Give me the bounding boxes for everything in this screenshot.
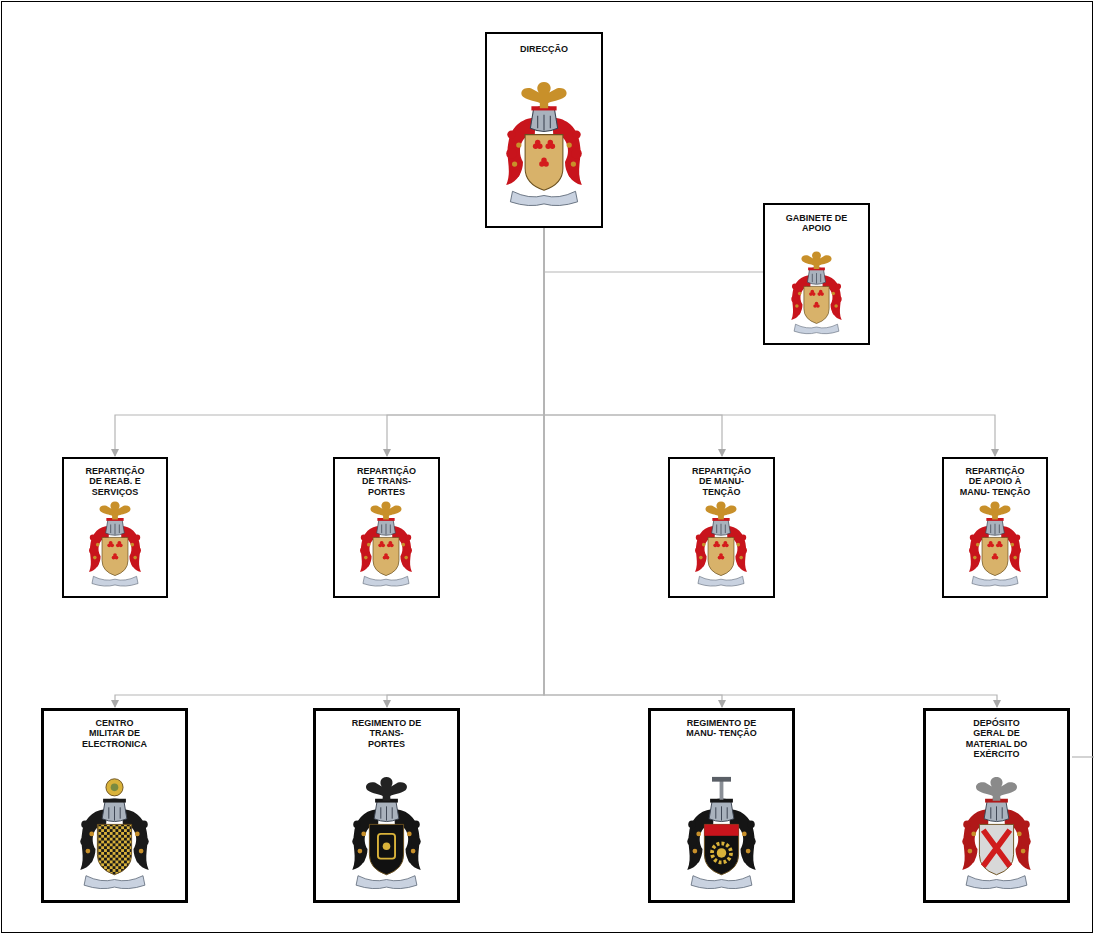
coat-of-arms [969,501,1021,586]
shield-chief [704,824,738,835]
org-box: DEPÓSITO GERAL DE MATERIAL DO EXÉRCITO [923,708,1070,903]
box-label: REPARTIÇÃO DE MANU- TENÇÃO [686,466,758,497]
org-box: REGIMENTO DE MANU- TENÇÃO [648,708,795,903]
coat-of-arms [687,777,755,889]
org-box: GABINETE DE APOIO [763,203,870,345]
connector [115,228,544,707]
org-box: CENTRO MILITAR DE ELECTRONICA [41,708,188,903]
box-label: REPARTIÇÃO DE TRANS- PORTES [351,466,423,497]
connector [544,228,722,456]
connector [544,228,997,707]
coat-of-arms [962,777,1030,889]
box-label: REPARTIÇÃO DE REAB. E SERVIÇOS [79,466,151,497]
coat-of-arms [791,251,841,333]
connector [387,228,544,456]
saltire [983,830,1010,866]
org-box: REPARTIÇÃO DE APOIO À MANU- TENÇÃO [942,457,1048,598]
org-box: REGIMENTO DE TRANS- PORTES [313,708,460,903]
shield-charge [383,842,391,850]
connector [544,228,995,456]
coat-of-arms [506,82,582,205]
continuation-line [1072,756,1094,757]
coat-of-arms [80,779,148,889]
org-box: REPARTIÇÃO DE REAB. E SERVIÇOS [62,457,168,598]
box-label: GABINETE DE APOIO [786,213,848,234]
connector [544,228,763,272]
box-label: REGIMENTO DE MANU- TENÇÃO [686,718,758,739]
shield [97,824,131,874]
gear [712,843,731,862]
sun-crest [111,784,119,792]
coat-of-arms [695,501,747,586]
hammer-crest [712,777,731,782]
org-box: REPARTIÇÃO DE TRANS- PORTES [333,457,440,598]
box-label: REGIMENTO DE TRANS- PORTES [351,718,423,749]
shield-charge [378,834,395,859]
sun-crest [106,779,123,796]
coat-of-arms [352,777,420,889]
box-label: REPARTIÇÃO DE APOIO À MANU- TENÇÃO [959,466,1031,497]
hammer-crest [720,779,724,800]
coat-of-arms [89,501,141,586]
gear [717,848,727,858]
connector [115,228,544,456]
box-label: DIRECÇÃO [499,44,589,54]
org-box: DIRECÇÃO [485,32,603,228]
coat-of-arms [360,501,412,586]
box-label: CENTRO MILITAR DE ELECTRONICA [79,718,151,749]
org-box: REPARTIÇÃO DE MANU- TENÇÃO [668,457,775,598]
box-label: DEPÓSITO GERAL DE MATERIAL DO EXÉRCITO [961,718,1033,759]
